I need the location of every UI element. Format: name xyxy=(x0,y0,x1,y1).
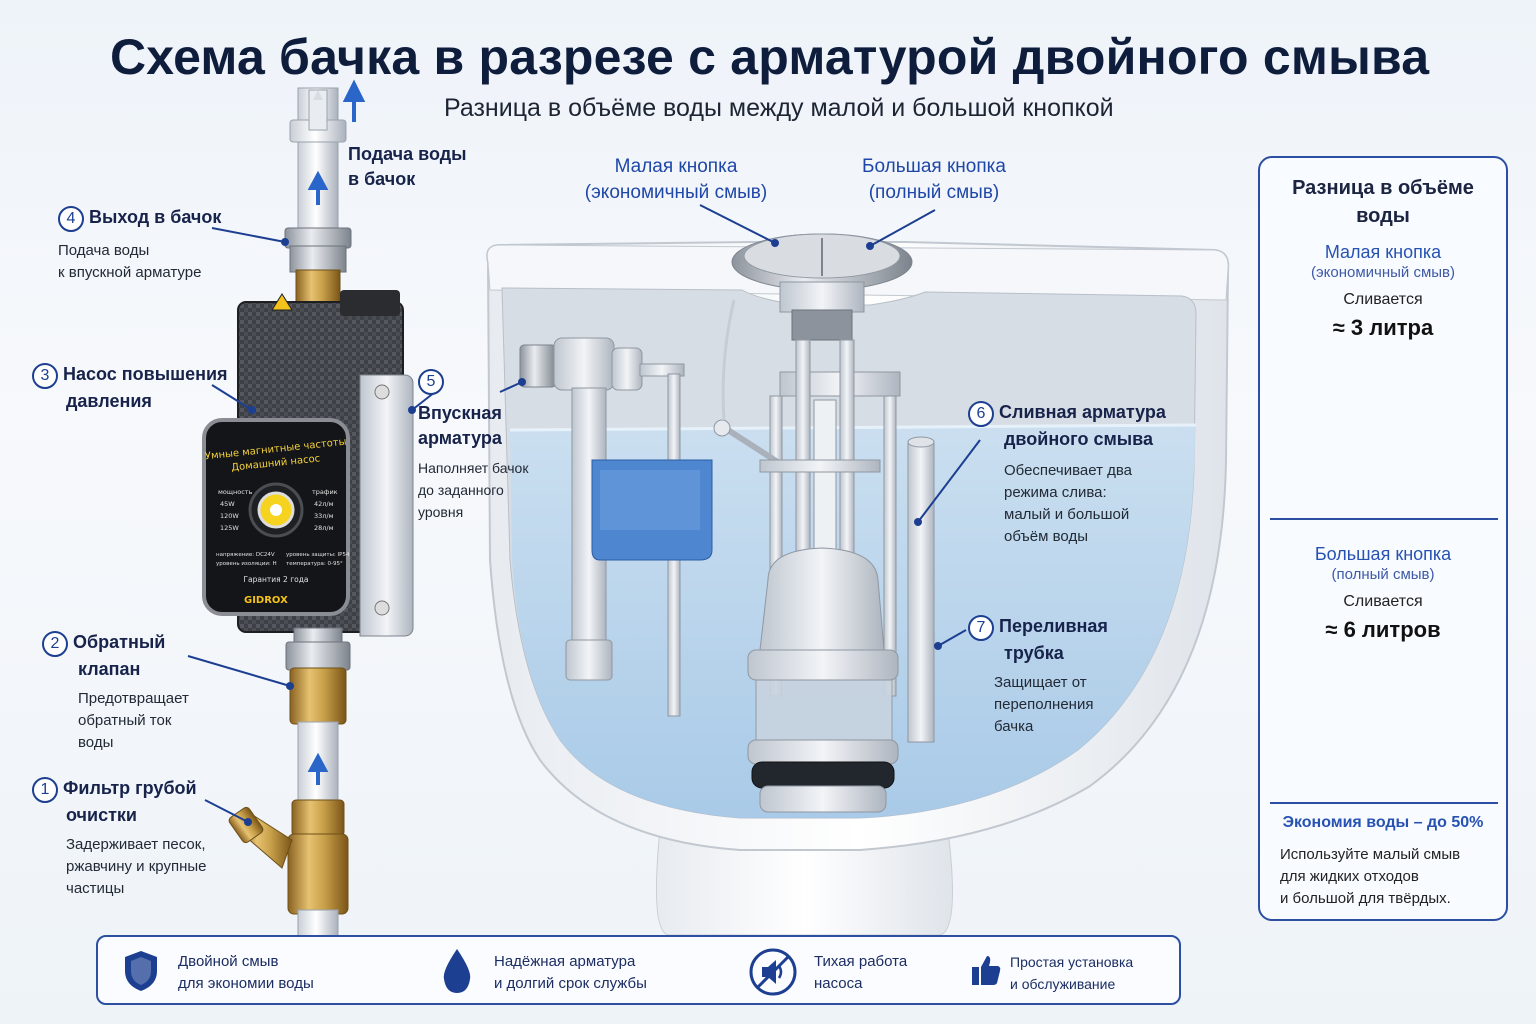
shield-icon xyxy=(125,951,157,991)
pump-warranty: Гарантия 2 года xyxy=(243,575,308,584)
inlet-valve xyxy=(519,337,713,717)
svg-text:уровень изоляции: H: уровень изоляции: H xyxy=(216,561,277,567)
svg-text:мощность: мощность xyxy=(218,488,253,496)
svg-text:33л/м: 33л/м xyxy=(314,512,334,520)
page-title: Схема бачка в разрезе с арматурой двойно… xyxy=(110,29,1430,85)
svg-text:температура: 0-95°: температура: 0-95° xyxy=(286,561,343,567)
flush-valve xyxy=(713,233,935,813)
pipe-assembly: Умные магнитные частоты Домашний насос м… xyxy=(202,79,414,941)
panel-divider xyxy=(1270,802,1498,804)
up-arrow-icon xyxy=(342,79,366,122)
big-flush-info: Большая кнопка (полный смыв) Сливается ≈… xyxy=(1314,544,1452,642)
pump-brand: GIDROX xyxy=(244,595,288,606)
label-1: 1 Фильтр грубой очистки Задерживает песо… xyxy=(32,776,242,900)
small-flush-info: Малая кнопка (экономичный смыв) Сливаетс… xyxy=(1310,242,1456,340)
svg-text:напряжение: DC24V: напряжение: DC24V xyxy=(216,552,275,558)
flow-arrow-icon xyxy=(307,170,329,205)
svg-text:28л/м: 28л/м xyxy=(314,524,334,532)
svg-text:120W: 120W xyxy=(220,512,239,520)
economy-label: Экономия воды – до 50% xyxy=(1282,814,1484,831)
panel-divider xyxy=(1270,518,1498,520)
svg-text:125W: 125W xyxy=(220,524,239,532)
pump: Умные магнитные частоты Домашний насос м… xyxy=(202,290,414,637)
label-3: 3 Насос повышения давления xyxy=(32,362,252,414)
thumbs-up-icon xyxy=(972,956,1001,985)
flow-arrow-icon xyxy=(307,752,329,785)
page-subtitle: Разница в объёме воды между малой и боль… xyxy=(444,94,1114,122)
svg-text:42л/м: 42л/м xyxy=(314,500,334,508)
water-drop-icon xyxy=(443,949,471,993)
small-button-label: Малая кнопка(экономичный смыв) xyxy=(584,156,768,203)
y-filter xyxy=(228,799,349,915)
overflow-tube xyxy=(907,441,935,743)
svg-text:45W: 45W xyxy=(220,500,235,508)
label-6: 6 Сливная арматура двойного смыва Обеспе… xyxy=(968,400,1173,548)
check-valve xyxy=(289,667,347,725)
big-button-label: Большая кнопка(полный смыв) xyxy=(862,156,1006,203)
svg-text:трафик: трафик xyxy=(312,488,338,496)
muted-speaker-icon xyxy=(749,948,797,996)
svg-text:уровень защиты: IP54: уровень защиты: IP54 xyxy=(286,552,350,558)
